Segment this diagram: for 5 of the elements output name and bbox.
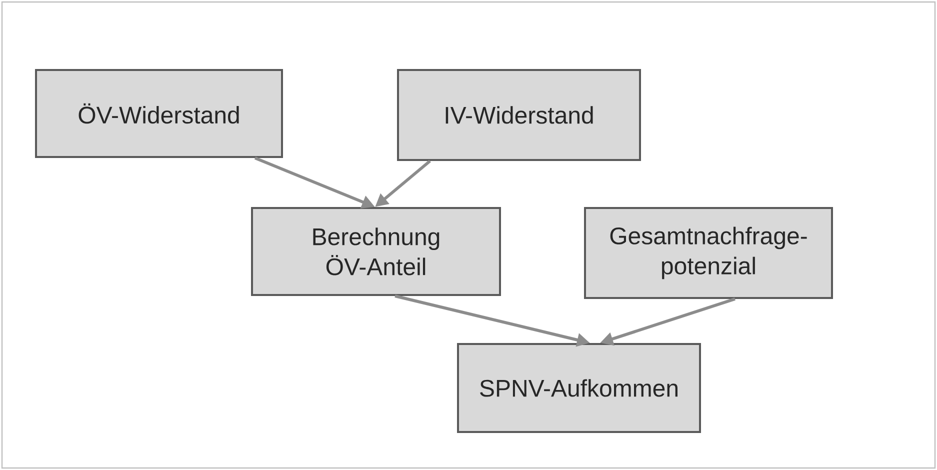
process-box: SPNV-Aufkommen bbox=[457, 343, 701, 433]
process-box: Gesamtnachfrage-potenzial bbox=[584, 206, 833, 299]
process-box: Berechnung ÖV-Anteil bbox=[251, 206, 501, 296]
process-box: ÖV-Widerstand bbox=[35, 69, 283, 158]
process-box: IV-Widerstand bbox=[397, 69, 641, 161]
